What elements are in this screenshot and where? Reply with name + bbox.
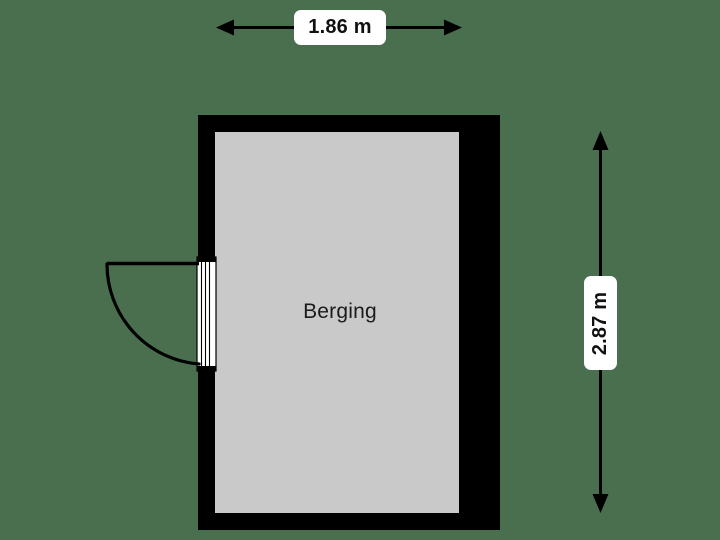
dimension-label-height-text: 2.87 m [589, 291, 611, 355]
arrowhead-left [216, 19, 234, 36]
arrowhead-bottom [592, 494, 609, 513]
door-opening [196, 256, 217, 372]
arrowhead-top [592, 131, 609, 150]
dimension-label-width-text: 1.86 m [308, 16, 372, 38]
arrowhead-right [444, 19, 462, 36]
room-label: Berging [303, 300, 377, 323]
dimension-label-height: 2.87 m [584, 276, 617, 370]
door-swing [105, 261, 201, 366]
dimension-label-width: 1.86 m [294, 10, 386, 45]
room-floor [215, 132, 459, 513]
